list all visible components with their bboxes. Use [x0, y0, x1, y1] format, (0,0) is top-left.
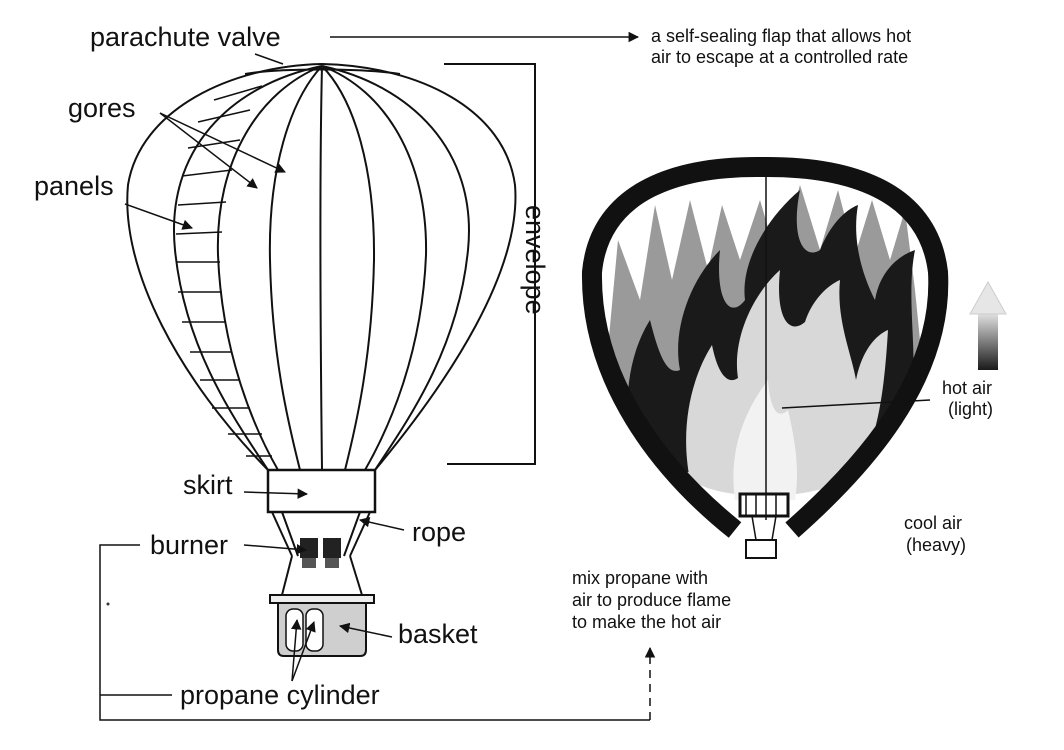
note-valve-line1: a self-sealing flap that allows hot: [651, 26, 911, 46]
skirt-band: [266, 468, 377, 514]
basket: [269, 594, 375, 657]
label-rope: rope: [412, 517, 466, 547]
label-basket: basket: [398, 619, 478, 649]
label-panels: panels: [34, 171, 114, 201]
gores: [173, 65, 470, 471]
note-hot-air-line1: hot air: [942, 378, 992, 398]
left-balloon: [126, 62, 517, 657]
label-parachute-valve: parachute valve: [90, 22, 281, 52]
ropes: [271, 511, 371, 596]
note-valve-line2: air to escape at a controlled rate: [651, 47, 908, 67]
envelope-outline: [126, 62, 517, 471]
note-hot-air-line2: (light): [948, 399, 993, 419]
label-propane-cylinder: propane cylinder: [180, 680, 380, 710]
note-mix-line1: mix propane with: [572, 568, 708, 588]
note-mix-line3: to make the hot air: [572, 612, 721, 632]
label-gores: gores: [68, 93, 136, 123]
burner: [300, 538, 341, 568]
label-envelope: envelope: [520, 205, 550, 315]
label-skirt: skirt: [183, 470, 233, 500]
right-balloon: [581, 156, 949, 559]
hot-envelope-outline: [581, 156, 949, 538]
flame-light: [686, 270, 888, 497]
hot-air-rising-arrow: [969, 280, 1007, 370]
note-mix-line2: air to produce flame: [572, 590, 731, 610]
note-cool-air-line1: cool air: [904, 513, 962, 533]
label-burner: burner: [150, 530, 228, 560]
panels: [175, 85, 272, 457]
note-cool-air-line2: (heavy): [906, 535, 966, 555]
